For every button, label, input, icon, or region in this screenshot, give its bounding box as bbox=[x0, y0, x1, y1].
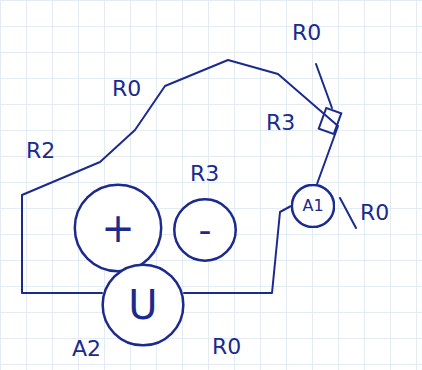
voltmeter-symbol: U bbox=[101, 263, 185, 347]
component-label: R0 bbox=[212, 336, 241, 358]
component-label: R2 bbox=[26, 140, 55, 162]
node-label: U bbox=[101, 263, 185, 347]
ammeter-symbol: A1 bbox=[291, 184, 335, 228]
plus-terminal: + bbox=[73, 183, 163, 273]
component-label: R3 bbox=[266, 112, 295, 134]
component-label: R0 bbox=[112, 78, 141, 100]
component-label: R3 bbox=[190, 163, 219, 185]
wire bbox=[22, 60, 338, 293]
node-label: A1 bbox=[291, 184, 335, 228]
component-label: R0 bbox=[292, 22, 321, 44]
wire bbox=[316, 64, 332, 108]
component-label: R0 bbox=[360, 202, 389, 224]
minus-terminal: - bbox=[173, 198, 237, 262]
slash-mark bbox=[340, 198, 356, 228]
node-label: + bbox=[73, 183, 163, 273]
component-label: A2 bbox=[72, 338, 101, 360]
node-label: - bbox=[173, 198, 237, 262]
